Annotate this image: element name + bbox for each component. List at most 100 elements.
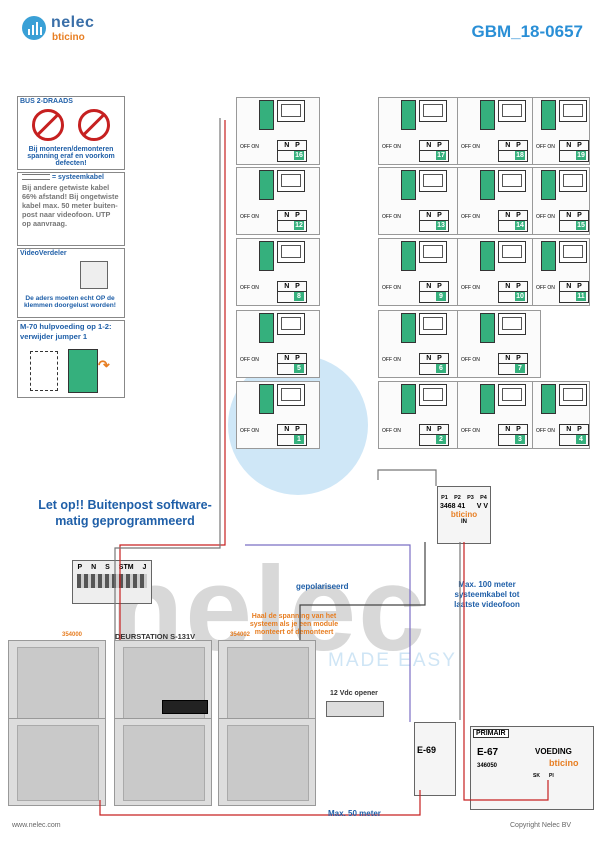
terminal-block-icon [480,313,495,343]
offon-label: OFF ON [240,285,259,291]
videofoon-number: 18 [515,151,525,160]
offon-label: OFF ON [461,428,480,434]
distributor-bticino: bticino [450,510,478,519]
terminal-block-icon [259,313,274,343]
videofoon-number: 11 [576,292,586,301]
monitor-icon [419,100,447,122]
distributor-in: IN [461,519,467,525]
monitor-icon [498,313,526,335]
monitor-icon [277,241,305,263]
no-tool-icon [77,109,110,141]
station-code-left: 354000 [62,632,83,638]
videofoon-number: 5 [294,364,304,373]
station-module [8,640,106,728]
door-opener-icon [326,701,384,717]
monitor-icon [277,384,305,406]
panel-bus: BUS 2-DRAADS Bij monteren/demonteren spa… [17,96,125,170]
offon-label: OFF ON [461,285,480,291]
monitor-icon [277,313,305,335]
panel-m70-title: M-70 hulpvoeding op 1-2: verwijder jumpe… [20,322,112,341]
videofoon-number: 17 [436,151,446,160]
nelec-logo-icon [22,16,46,40]
videofoon-number: 16 [294,151,304,160]
e67-term-sk: SK [533,773,540,779]
offon-label: OFF ON [461,214,480,220]
terminal-block-icon [259,241,274,271]
terminal-block-icon [480,170,495,200]
monitor-icon [419,241,447,263]
e67-primair: PRIMAIR [473,729,509,738]
videofoon-number: 14 [515,221,525,230]
logo-bticino-text: bticino [52,32,85,43]
offon-label: OFF ON [382,144,401,150]
offon-label: OFF ON [536,144,555,150]
videofoon-number: 1 [294,435,304,444]
footer-url: www.nelec.com [12,822,61,829]
terminal-block-icon [480,241,495,271]
panel-bus-warning: Bij monteren/demonteren spanning eraf en… [27,146,115,167]
cable-legend-icon [22,174,50,181]
panel-vv-title: VideoVerdeler [20,250,67,257]
videofoon-number: 8 [294,292,304,301]
offon-label: OFF ON [461,144,480,150]
terminal-block-icon [401,384,416,414]
panel-cable-legend: = systeemkabel [18,173,124,182]
station-module [114,718,212,806]
panel-videoverdeler: VideoVerdeler De aders moeten echt OP de… [17,248,125,318]
terminal-block-icon [259,170,274,200]
videofoon-number: 2 [436,435,446,444]
note-let-op: Let op!! Buitenpost software-matig gepro… [38,498,212,528]
videofoon-number: 6 [436,364,446,373]
monitor-icon [277,170,305,192]
monitor-icon [277,100,305,122]
terminal-block-icon [480,100,495,130]
videofoon-number: 3 [515,435,525,444]
e67-bticino: bticino [549,758,579,768]
videofoon-number: 7 [515,364,525,373]
panel-vv-text: De aders moeten echt OP de klemmen doorg… [24,295,116,309]
offon-label: OFF ON [240,357,259,363]
monitor-icon [559,170,587,192]
watermark-made-easy: MADE EASY [328,650,457,671]
terminal-block-icon [259,100,274,130]
offon-label: OFF ON [382,428,401,434]
station-code-right: 354002 [230,632,251,638]
station-terminal-block [162,700,208,714]
e69-label: E-69 [417,745,437,755]
note-max-50: Max. 50 meter [328,809,381,818]
vv-terminal-icon [80,261,108,289]
station-module [218,718,316,806]
note-opener: 12 Vdc opener [330,690,378,697]
monitor-icon [559,100,587,122]
document-id: GBM_18-0657 [471,22,583,41]
e67-label: E-67 [477,747,499,758]
terminal-block-icon [259,384,274,414]
monitor-icon [498,384,526,406]
offon-label: OFF ON [461,357,480,363]
terminal-block-icon [401,100,416,130]
